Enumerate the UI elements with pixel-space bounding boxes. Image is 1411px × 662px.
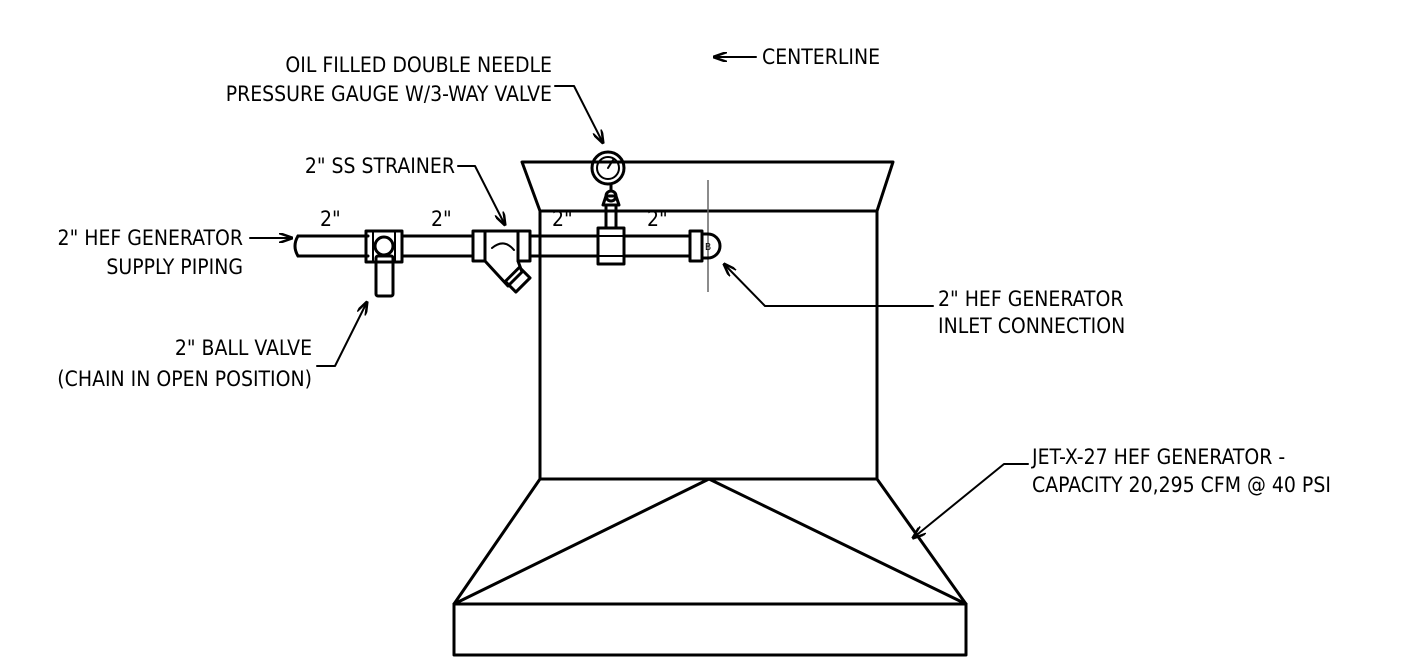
supply-piping bbox=[293, 234, 692, 258]
svg-text:B: B bbox=[705, 242, 711, 253]
gauge-leader bbox=[554, 85, 603, 143]
supply-label-line2: SUPPLY PIPING bbox=[106, 255, 243, 279]
gauge-label-line1: OIL FILLED DOUBLE NEEDLE bbox=[285, 53, 552, 77]
inlet-elbow: B bbox=[688, 229, 722, 263]
y-strainer bbox=[471, 229, 532, 294]
pipe-size-label: 2" bbox=[647, 207, 668, 231]
inlet-label-line1: 2" HEF GENERATOR bbox=[938, 287, 1123, 311]
generator-bottom-hood bbox=[452, 477, 968, 606]
hef-generator-unit bbox=[452, 160, 968, 657]
strainer-label: 2" SS STRAINER bbox=[305, 154, 455, 178]
pipe-size-label: 2" bbox=[320, 207, 341, 231]
inlet-label-line2: INLET CONNECTION bbox=[938, 314, 1125, 338]
centerline-label: CENTERLINE bbox=[762, 45, 880, 69]
pipe-size-label: 2" bbox=[431, 207, 452, 231]
supply-label-line1: 2" HEF GENERATOR bbox=[58, 226, 243, 250]
strainer-leader bbox=[457, 165, 505, 225]
generator-label-line2: CAPACITY 20,295 CFM @ 40 PSI bbox=[1032, 473, 1331, 497]
gauge-label-line2: PRESSURE GAUGE W/3-WAY VALVE bbox=[226, 82, 552, 106]
pipe-size-label: 2" bbox=[552, 207, 573, 231]
generator-label-line1: JET-X-27 HEF GENERATOR - bbox=[1031, 445, 1285, 469]
generator-leader bbox=[913, 463, 1029, 538]
ball-valve bbox=[364, 229, 404, 298]
ball-valve-label-line2: (CHAIN IN OPEN POSITION) bbox=[57, 367, 312, 391]
ball-valve-leader bbox=[316, 302, 367, 367]
generator-hood-ridge bbox=[452, 477, 968, 606]
ball-valve-label-line1: 2" BALL VALVE bbox=[175, 336, 312, 360]
tee-fitting bbox=[596, 203, 626, 266]
inlet-leader bbox=[724, 264, 934, 307]
pressure-gauge bbox=[590, 150, 626, 207]
generator-base bbox=[452, 602, 968, 657]
